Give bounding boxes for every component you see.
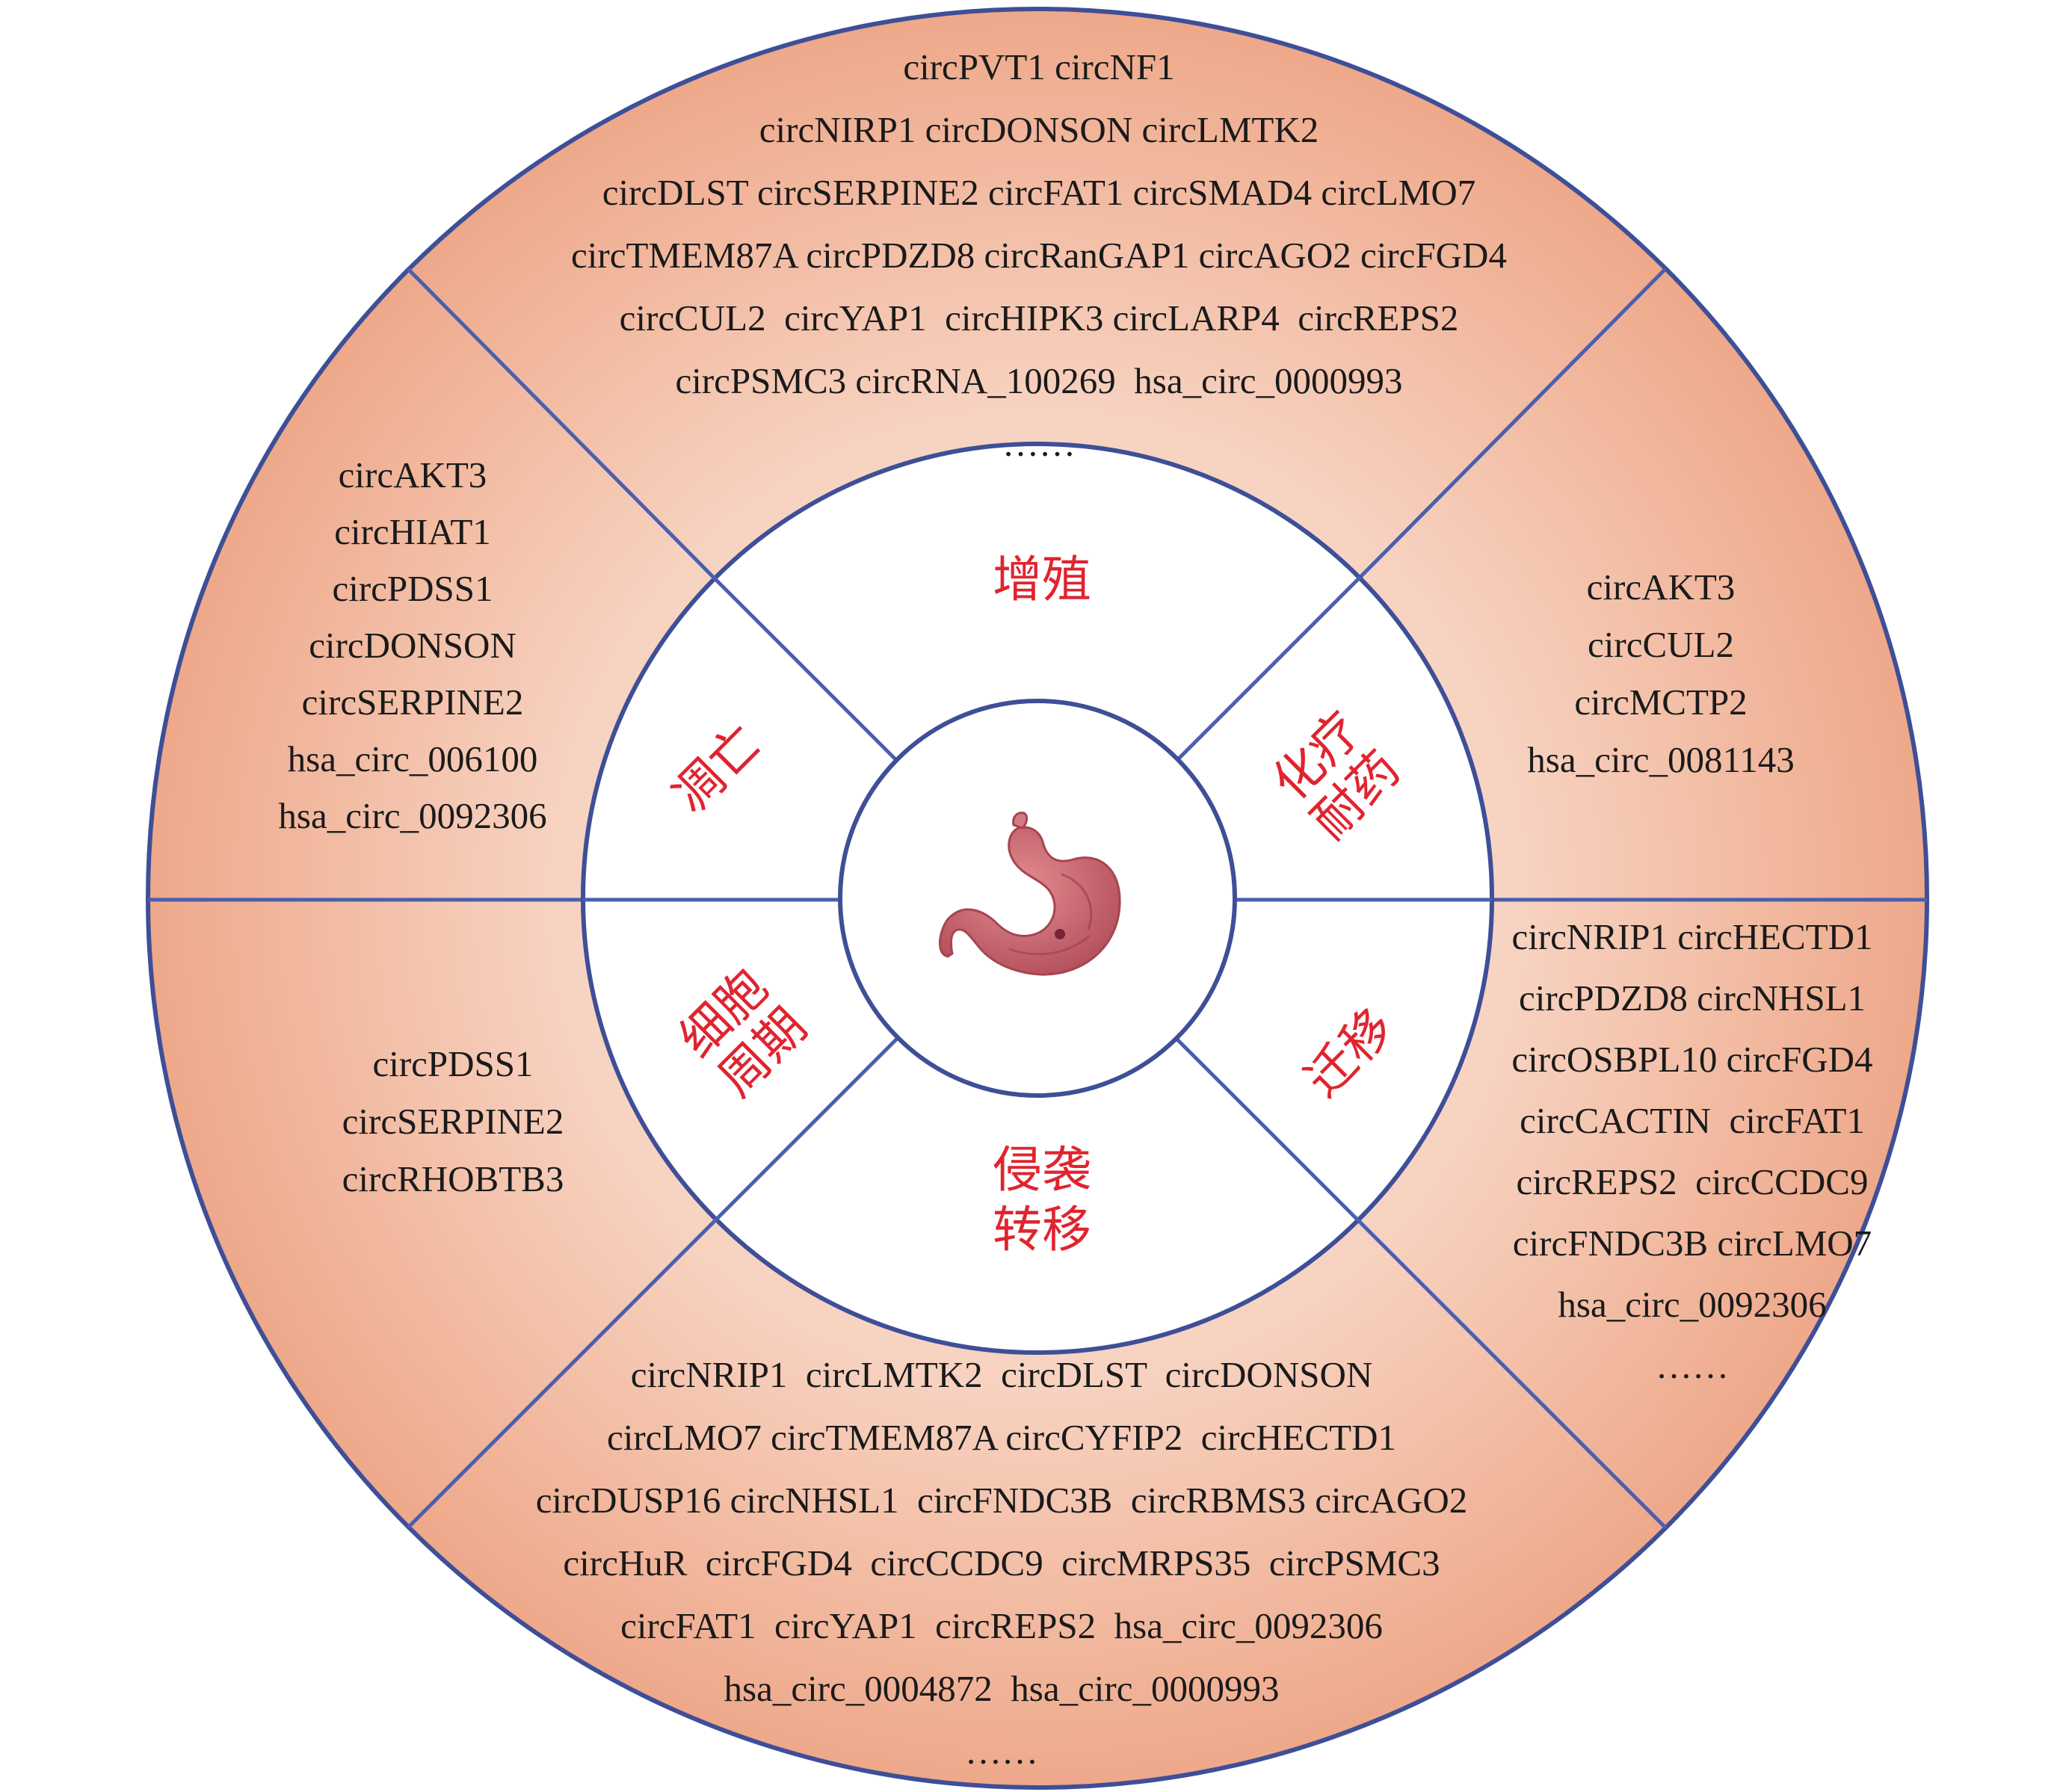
- gene-line-apoptosis: circSERPINE2: [302, 682, 524, 723]
- gene-line-proliferation: ……: [1002, 423, 1076, 464]
- gene-line-proliferation: circNIRP1 circDONSON circLMTK2: [759, 109, 1319, 150]
- gene-line-invasion-metastasis: circHuR circFGD4 circCCDC9 circMRPS35 ci…: [563, 1542, 1440, 1584]
- gene-line-migration: circOSBPL10 circFGD4: [1511, 1039, 1872, 1080]
- gene-line-invasion-metastasis: circDUSP16 circNHSL1 circFNDC3B circRBMS…: [536, 1480, 1468, 1521]
- gene-line-apoptosis: hsa_circ_006100: [288, 738, 538, 779]
- spoke-lower-right: [1359, 1221, 1667, 1529]
- spoke-upper-left: [407, 268, 715, 578]
- gene-line-proliferation: circTMEM87A circPDZD8 circRanGAP1 circAG…: [571, 235, 1507, 276]
- genes-proliferation: circPVT1 circNF1 circNIRP1 circDONSON cir…: [571, 46, 1507, 464]
- gene-line-migration: circCACTIN circFAT1: [1520, 1100, 1865, 1141]
- svg-text:侵袭: 侵袭: [993, 1141, 1091, 1199]
- gene-line-apoptosis: circPDSS1: [332, 568, 493, 609]
- gene-line-chemoresistance: hsa_circ_0081143: [1527, 739, 1794, 780]
- spoke-upper-right: [1359, 268, 1667, 578]
- label-proliferation: 增殖: [993, 551, 1091, 608]
- outer-spokes: [148, 268, 1927, 1529]
- gene-line-proliferation: circCUL2 circYAP1 circHIPK3 circLARP4 ci…: [620, 297, 1459, 339]
- genes-chemoresistance: circAKT3 circCUL2 circMCTP2 hsa_circ_008114…: [1527, 566, 1794, 780]
- gene-line-apoptosis: circAKT3: [339, 454, 487, 495]
- gene-line-migration: hsa_circ_0092306: [1558, 1284, 1826, 1325]
- gene-line-invasion-metastasis: circLMO7 circTMEM87A circCYFIP2 circHECT…: [607, 1417, 1396, 1458]
- gene-line-migration: circFNDC3B circLMO7: [1513, 1223, 1872, 1264]
- gene-line-apoptosis: circHIAT1: [334, 511, 491, 552]
- inner-spoke-upper-left: [712, 575, 898, 762]
- gene-line-apoptosis: circDONSON: [309, 625, 516, 666]
- gene-line-proliferation: circPVT1 circNF1: [903, 46, 1174, 87]
- inner-spoke-lower-right: [1172, 1034, 1362, 1224]
- inner-spoke-upper-right: [1172, 575, 1362, 765]
- gene-line-migration: circREPS2 circCCDC9: [1517, 1161, 1869, 1202]
- inner-spokes: [583, 575, 1492, 1224]
- label-invasion-metastasis: 侵袭 转移: [993, 1141, 1091, 1258]
- gene-line-apoptosis: hsa_circ_0092306: [278, 795, 546, 836]
- spoke-lower-left: [407, 1221, 715, 1529]
- gene-line-proliferation: circDLST circSERPINE2 circFAT1 circSMAD4…: [602, 172, 1476, 213]
- genes-apoptosis: circAKT3 circHIAT1 circPDSS1 circDONSON circ…: [278, 454, 546, 836]
- genes-migration: circNRIP1 circHECTD1 circPDZD8 circNHSL1 c…: [1511, 916, 1872, 1386]
- gene-line-migration: ……: [1656, 1345, 1729, 1386]
- gene-line-migration: circNRIP1 circHECTD1: [1511, 916, 1872, 957]
- gene-line-invasion-metastasis: circNRIP1 circLMTK2 circDLST circDONSON: [631, 1354, 1372, 1395]
- stomach-icon: [938, 812, 1121, 976]
- gene-line-cell-cycle: circSERPINE2: [342, 1101, 564, 1142]
- gene-line-chemoresistance: circCUL2: [1588, 624, 1734, 665]
- gene-line-invasion-metastasis: hsa_circ_0004872 hsa_circ_0000993: [724, 1668, 1280, 1709]
- gene-line-invasion-metastasis: circFAT1 circYAP1 circREPS2 hsa_circ_009…: [620, 1605, 1383, 1646]
- inner-spoke-lower-left: [712, 1037, 898, 1224]
- gene-line-proliferation: circPSMC3 circRNA_100269 hsa_circ_000099…: [675, 360, 1402, 401]
- genes-invasion-metastasis: circNRIP1 circLMTK2 circDLST circDONSON c…: [536, 1354, 1468, 1772]
- gene-line-chemoresistance: circAKT3: [1587, 566, 1736, 608]
- gene-line-invasion-metastasis: ……: [965, 1731, 1038, 1772]
- genes-cell-cycle: circPDSS1 circSERPINE2 circRHOBTB3: [342, 1043, 564, 1199]
- gene-line-migration: circPDZD8 circNHSL1: [1519, 977, 1866, 1019]
- inner-core: [838, 699, 1237, 1098]
- gene-line-cell-cycle: circPDSS1: [372, 1043, 533, 1084]
- gene-line-chemoresistance: circMCTP2: [1574, 682, 1747, 723]
- gene-line-cell-cycle: circRHOBTB3: [342, 1158, 564, 1199]
- svg-text:转移: 转移: [993, 1201, 1091, 1258]
